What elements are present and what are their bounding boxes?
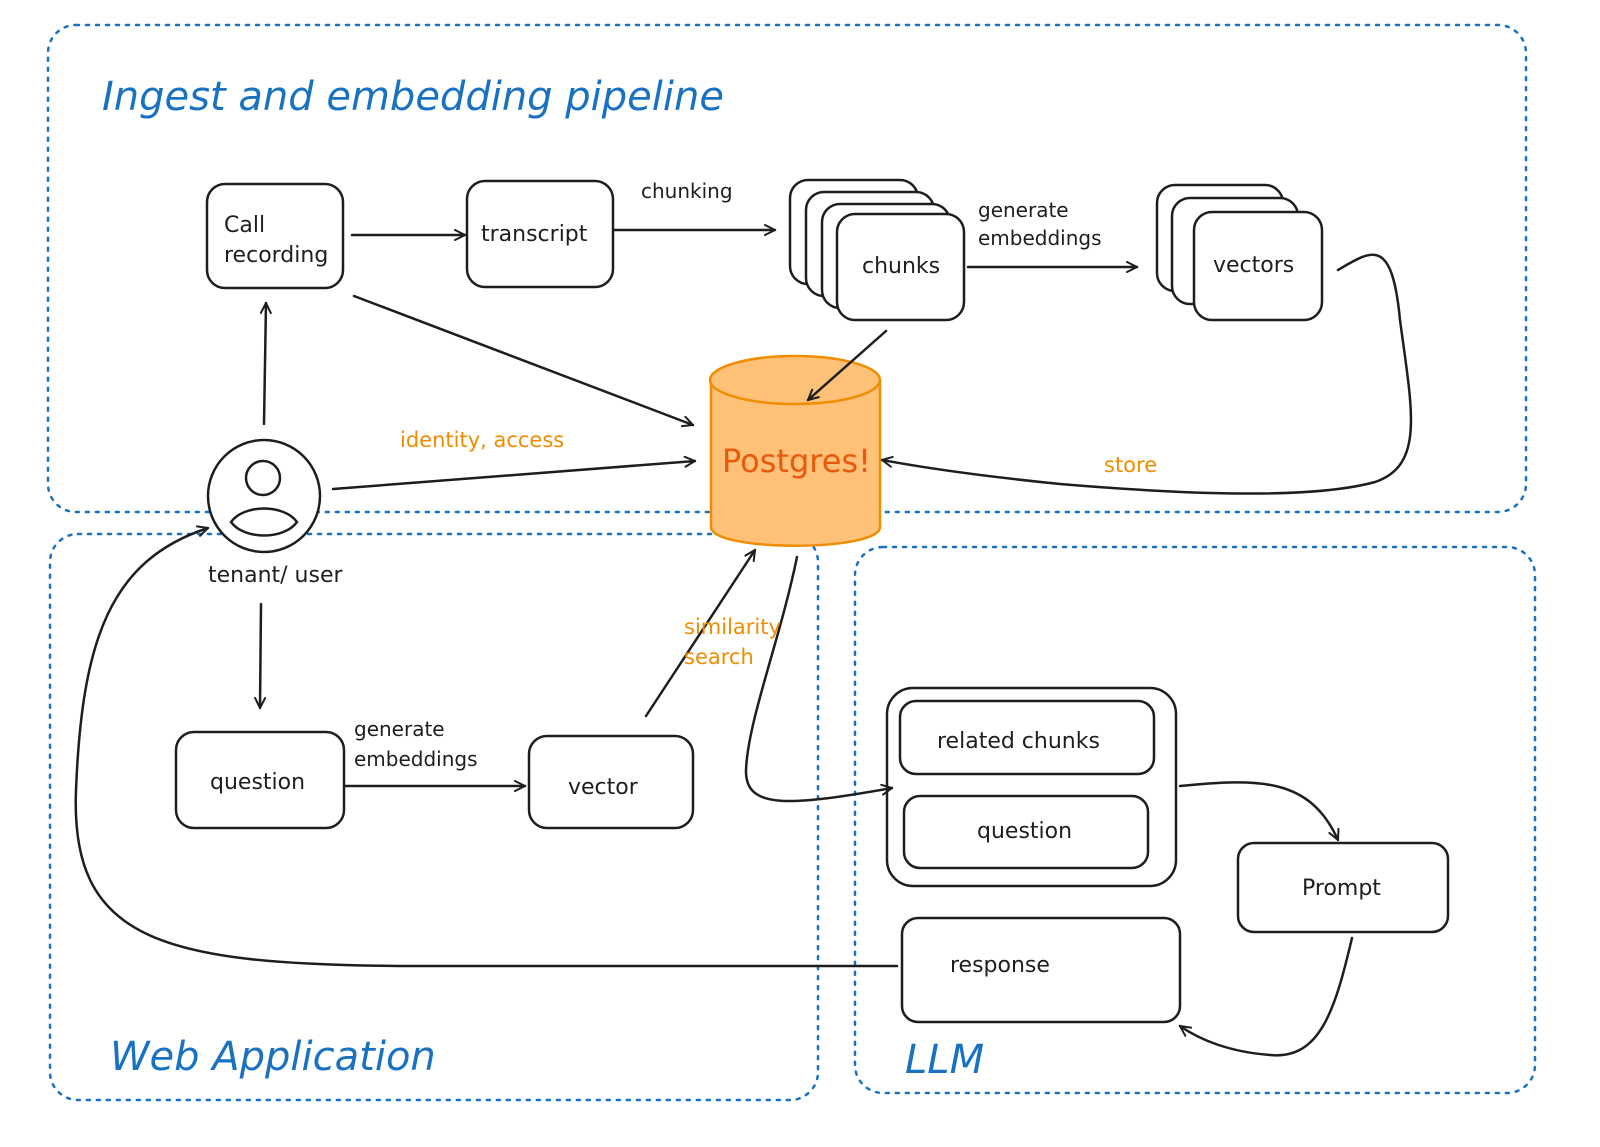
prompt-node — [1236, 841, 1450, 934]
edge-user-to-call — [259, 301, 272, 426]
edge-postgres-to-related-chunks — [744, 555, 894, 803]
identity-access-label: identity, access — [400, 428, 564, 452]
llm-question-label: question — [977, 819, 1072, 844]
edge-bundle-to-prompt — [1178, 781, 1340, 842]
llm-group — [853, 545, 1537, 1095]
store-label: store — [1104, 453, 1157, 477]
llm-title: LLM — [905, 1037, 984, 1083]
response-node — [900, 916, 1182, 1024]
generate-embeddings-top-line2: embeddings — [978, 226, 1102, 250]
question-node — [174, 730, 346, 830]
vectors-label: vectors — [1213, 253, 1294, 278]
generate-embeddings-bottom-line2: embeddings — [354, 747, 478, 771]
similarity-label-line2: search — [684, 645, 754, 669]
response-label: response — [950, 953, 1050, 978]
call-recording-label-line2: recording — [224, 243, 328, 268]
transcript-label: transcript — [481, 222, 588, 247]
llm-question-node — [902, 794, 1150, 870]
user-icon — [206, 438, 322, 554]
edge-user-to-postgres — [331, 455, 697, 491]
similarity-label-line1: similarity — [684, 615, 781, 639]
web-application-group — [48, 532, 820, 1102]
postgres-label: Postgres! — [722, 442, 871, 480]
transcript-node — [465, 179, 615, 289]
chunks-label: chunks — [862, 254, 940, 279]
vector-node — [527, 734, 695, 830]
vectors-node — [1192, 210, 1324, 322]
edge-prompt-to-response — [1178, 936, 1354, 1057]
ingest-pipeline-title: Ingest and embedding pipeline — [102, 74, 724, 120]
postgres-database — [708, 354, 882, 547]
edge-vectors-store — [880, 253, 1413, 495]
edge-response-to-user — [74, 525, 899, 968]
related-chunks-label: related chunks — [937, 729, 1100, 754]
edge-chunks-to-postgres — [806, 329, 888, 402]
edge-vector-similarity-search — [644, 548, 757, 718]
prompt-label: Prompt — [1302, 876, 1381, 901]
related-chunks-node — [898, 699, 1156, 776]
question-label: question — [210, 770, 305, 795]
chunks-node — [835, 212, 966, 322]
web-application-title: Web Application — [110, 1034, 436, 1080]
generate-embeddings-bottom-line1: generate — [354, 717, 445, 741]
call-recording-node — [205, 182, 345, 290]
call-recording-label-line1: Call — [224, 213, 265, 238]
generate-embeddings-top-line1: generate — [978, 198, 1069, 222]
edge-user-to-question — [254, 602, 267, 710]
chunking-label: chunking — [641, 179, 733, 203]
user-label: tenant/ user — [208, 563, 344, 588]
edge-call-to-postgres — [352, 294, 695, 428]
vector-label: vector — [568, 775, 639, 800]
